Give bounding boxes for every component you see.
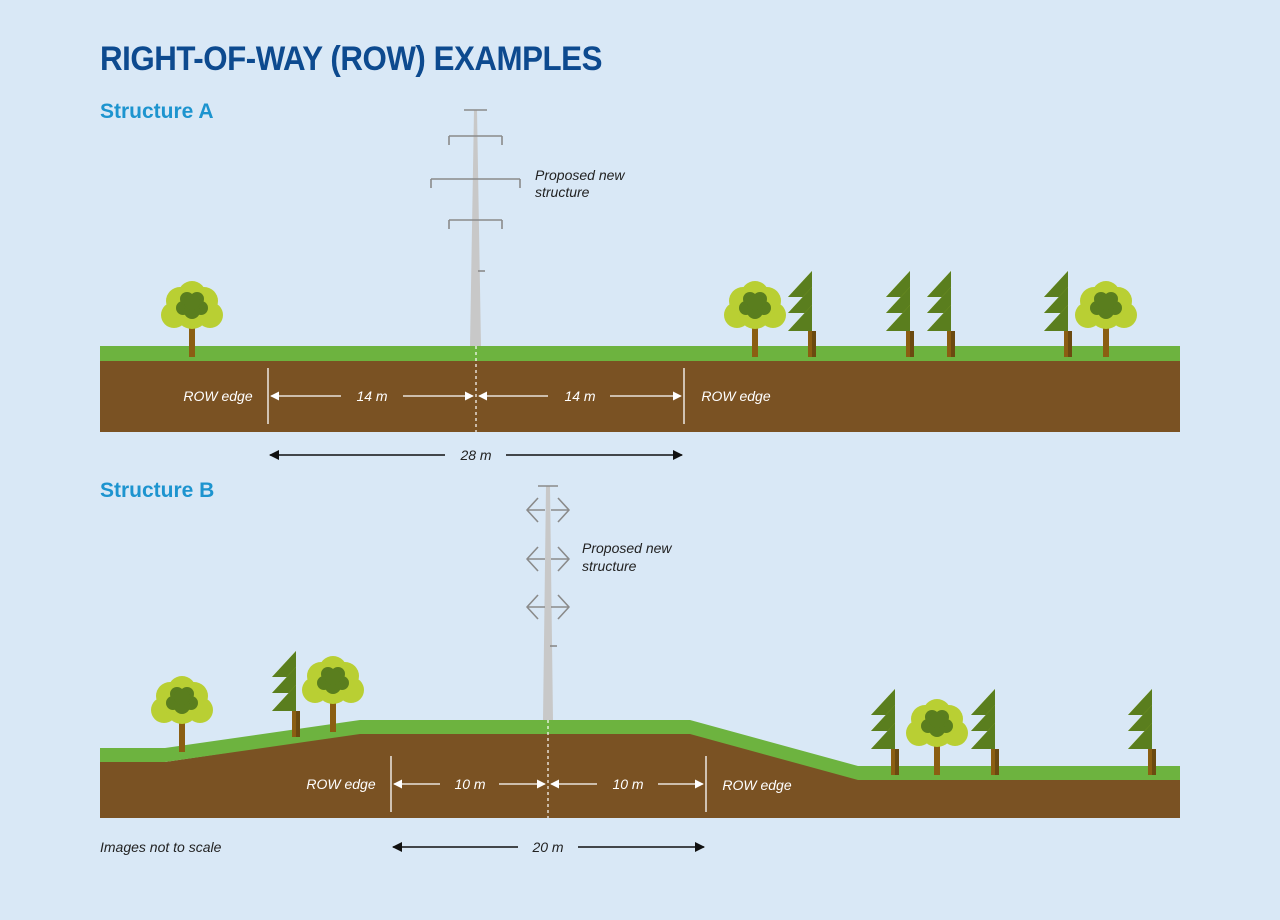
row-edge-label-left-b: ROW edge: [306, 776, 375, 792]
half-width-label-left-b: 10 m: [454, 776, 485, 792]
total-width-label-a: 28 m: [459, 447, 491, 463]
structure-a-label-line1: Proposed new: [535, 167, 625, 183]
structure-b-label-line1: Proposed new: [582, 540, 672, 556]
structure-a-diagram: Proposed new structure ROW edge ROW edge…: [100, 109, 1180, 463]
ground-grass-a: [100, 346, 1180, 361]
transmission-pole-b: [526, 485, 570, 720]
ground-soil-b: [100, 733, 1180, 818]
tree-conifer: [971, 689, 999, 775]
ground-grass-b: [100, 720, 1180, 780]
structure-a-label-line2: structure: [535, 184, 590, 200]
half-width-label-right-a: 14 m: [564, 388, 595, 404]
row-edge-label-left-a: ROW edge: [183, 388, 252, 404]
page-title: RIGHT-OF-WAY (ROW) EXAMPLES: [100, 40, 602, 78]
tree-conifer: [788, 271, 816, 357]
tree-conifer: [1044, 271, 1072, 357]
row-edge-label-right-a: ROW edge: [701, 388, 770, 404]
transmission-pole-a: [430, 109, 521, 346]
total-width-label-b: 20 m: [531, 839, 563, 855]
half-width-label-right-b: 10 m: [612, 776, 643, 792]
structure-b-label-line2: structure: [582, 558, 637, 574]
tree-conifer: [1128, 689, 1156, 775]
tree-deciduous: [161, 281, 223, 357]
tree-deciduous: [1075, 281, 1137, 357]
half-width-label-left-a: 14 m: [356, 388, 387, 404]
tree-deciduous: [151, 676, 213, 752]
tree-conifer: [272, 651, 300, 737]
tree-conifer: [886, 271, 914, 357]
tree-deciduous: [724, 281, 786, 357]
structure-b-heading: Structure B: [100, 479, 215, 502]
structure-b-diagram: Proposed new structure ROW edge ROW edge…: [100, 485, 1180, 855]
footnote: Images not to scale: [100, 839, 222, 855]
tree-conifer: [927, 271, 955, 357]
structure-a-heading: Structure A: [100, 100, 214, 123]
tree-deciduous: [906, 699, 968, 775]
tree-deciduous: [302, 656, 364, 732]
row-edge-label-right-b: ROW edge: [722, 777, 791, 793]
tree-conifer: [871, 689, 899, 775]
